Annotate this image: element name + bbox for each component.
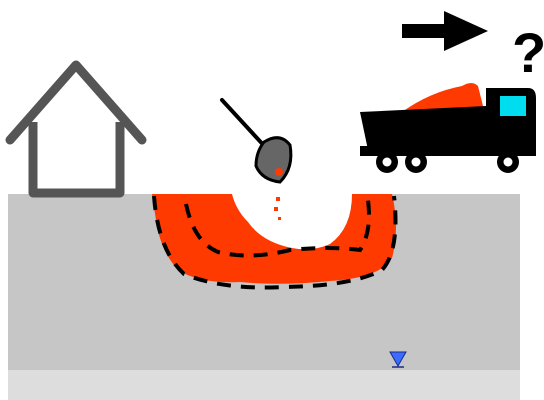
contaminated-soil-zone <box>152 194 396 287</box>
truck-window <box>500 96 526 116</box>
groundwater-band <box>8 370 520 400</box>
soil-speck <box>276 197 280 201</box>
soil-speck <box>278 217 281 220</box>
soil-speck <box>274 207 278 211</box>
question-mark: ? <box>512 21 544 84</box>
truck-bed <box>360 106 486 150</box>
